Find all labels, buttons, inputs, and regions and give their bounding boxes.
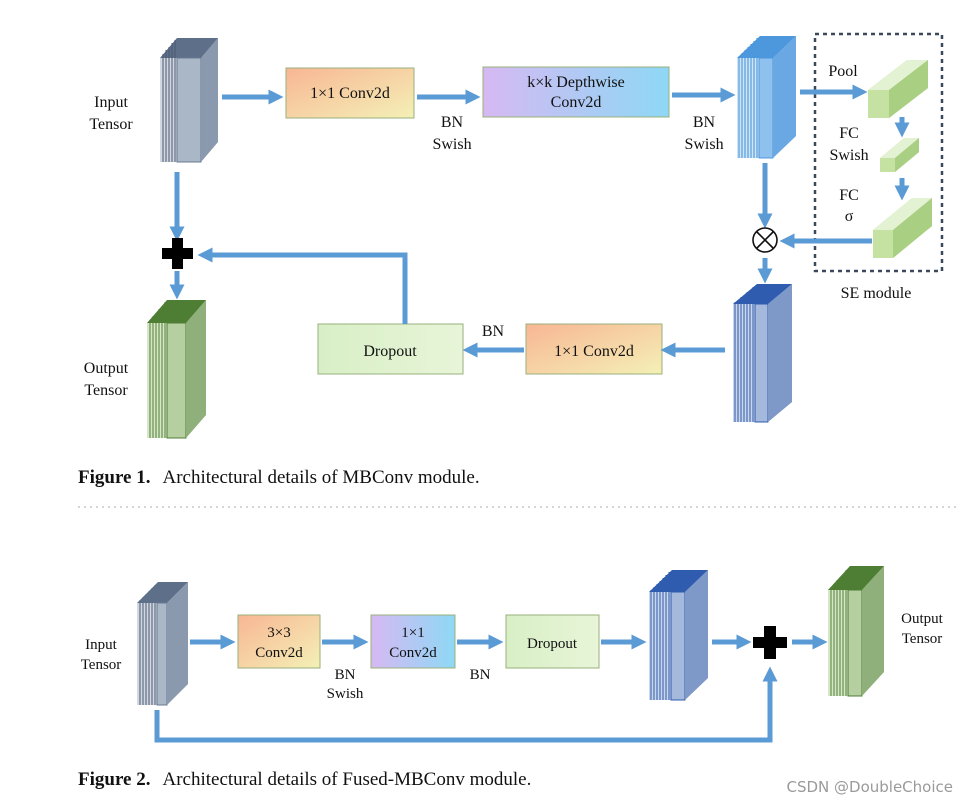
fig1-depthwise-label-2: Conv2d: [551, 94, 602, 111]
figure2-tensors: [137, 566, 884, 706]
fig1-bn-label-1: BN: [441, 114, 464, 131]
fig2-mid-tensor: [649, 570, 708, 701]
fig2-conv1x1-label-2: Conv2d: [389, 645, 437, 661]
fig1-caption-text: Architectural details of MBConv module.: [162, 467, 479, 488]
fig2-input-label-1: Input: [85, 637, 117, 653]
watermark: CSDN @DoubleChoice: [787, 778, 954, 796]
figure1-tensors: [147, 36, 796, 439]
fig2-conv1x1-box: [370, 614, 456, 669]
fig1-expanded-tensor: [737, 36, 796, 159]
fig2-conv1x1-label-1: 1×1: [401, 625, 424, 641]
se-fc1-label: FC: [839, 125, 859, 142]
se-module-border: [813, 32, 944, 273]
se-pool-block: [868, 60, 928, 118]
se-fc-sigma-block: [873, 198, 932, 258]
fig1-conv1x1-proj-box: [525, 323, 663, 375]
fig1-bn-label-2: BN: [693, 114, 716, 131]
fig2-conv3x3-label-1: 3×3: [267, 625, 290, 641]
fig1-dropout-label: Dropout: [363, 343, 417, 360]
fig2-output-label-2: Tensor: [902, 631, 943, 647]
fig2-dropout-box: [505, 614, 600, 669]
se-swish-label: Swish: [829, 147, 868, 164]
fig1-caption-bold: Figure 1.: [78, 467, 150, 488]
fig2-bn-label-2: BN: [470, 667, 491, 683]
fig1-add-node: [162, 238, 193, 269]
fig2-caption-bold: Figure 2.: [78, 769, 150, 790]
fig2-output-tensor: [828, 566, 884, 697]
fig1-dropout-box: [317, 323, 464, 375]
fig1-multiply-node: [752, 227, 778, 253]
fig2-add-node: [753, 626, 787, 659]
fig1-input-tensor: [160, 38, 218, 163]
fig2-dropout-label: Dropout: [527, 636, 578, 652]
se-fc2-label: FC: [839, 187, 859, 204]
fig1-output-label-2: Tensor: [84, 382, 128, 399]
fig2-caption: Figure 2. Architectural details of Fused-…: [78, 769, 531, 790]
fig1-depthwise-box: [482, 66, 670, 118]
fig1-projected-tensor: [733, 284, 792, 423]
fig1-depthwise-label-1: k×k Depthwise: [527, 74, 624, 91]
fig1-output-tensor: [147, 300, 206, 439]
fig2-input-tensor: [137, 582, 188, 706]
se-pool-label: Pool: [828, 63, 858, 80]
fig2-input-label-2: Tensor: [81, 657, 122, 673]
fig1-swish-label-2: Swish: [684, 136, 723, 153]
fig2-bn-label-1: BN: [335, 667, 356, 683]
se-fc-swish-block: [880, 138, 919, 172]
fig1-swish-label-1: Swish: [432, 136, 471, 153]
fig1-input-label-2: Tensor: [89, 116, 133, 133]
fig1-conv1x1-label: 1×1 Conv2d: [310, 85, 390, 102]
fig1-output-label-1: Output: [84, 360, 129, 377]
se-module-label: SE module: [841, 285, 912, 302]
fig1-proj-conv-label: 1×1 Conv2d: [554, 343, 634, 360]
fig2-conv3x3-box: [237, 614, 321, 669]
se-sigma-label: σ: [845, 208, 854, 225]
fig1-bn-label-3: BN: [482, 323, 505, 340]
fig2-swish-label: Swish: [327, 686, 364, 702]
fig2-caption-text: Architectural details of Fused-MBConv mo…: [162, 769, 531, 790]
fig2-arrows: [154, 634, 828, 743]
fig2-conv3x3-label-2: Conv2d: [255, 645, 303, 661]
fig1-conv1x1-box: [285, 67, 415, 119]
fig1-input-label-1: Input: [94, 94, 128, 111]
fig2-output-label-1: Output: [901, 611, 944, 627]
fig1-arrows: [169, 84, 910, 358]
fig1-caption: Figure 1. Architectural details of MBConv…: [78, 467, 480, 488]
